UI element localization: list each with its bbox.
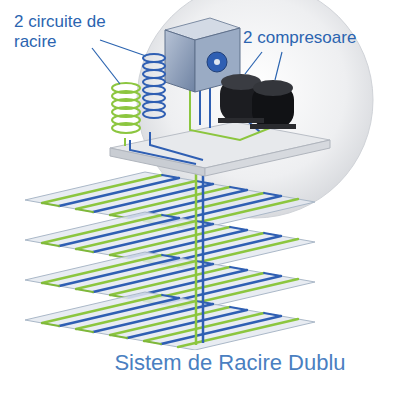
part-label: 2 compresoare — [243, 28, 393, 48]
diagram-caption: Sistem de Racire Dublu — [110, 350, 349, 375]
part-label: 2 circuite de racire — [14, 12, 110, 51]
